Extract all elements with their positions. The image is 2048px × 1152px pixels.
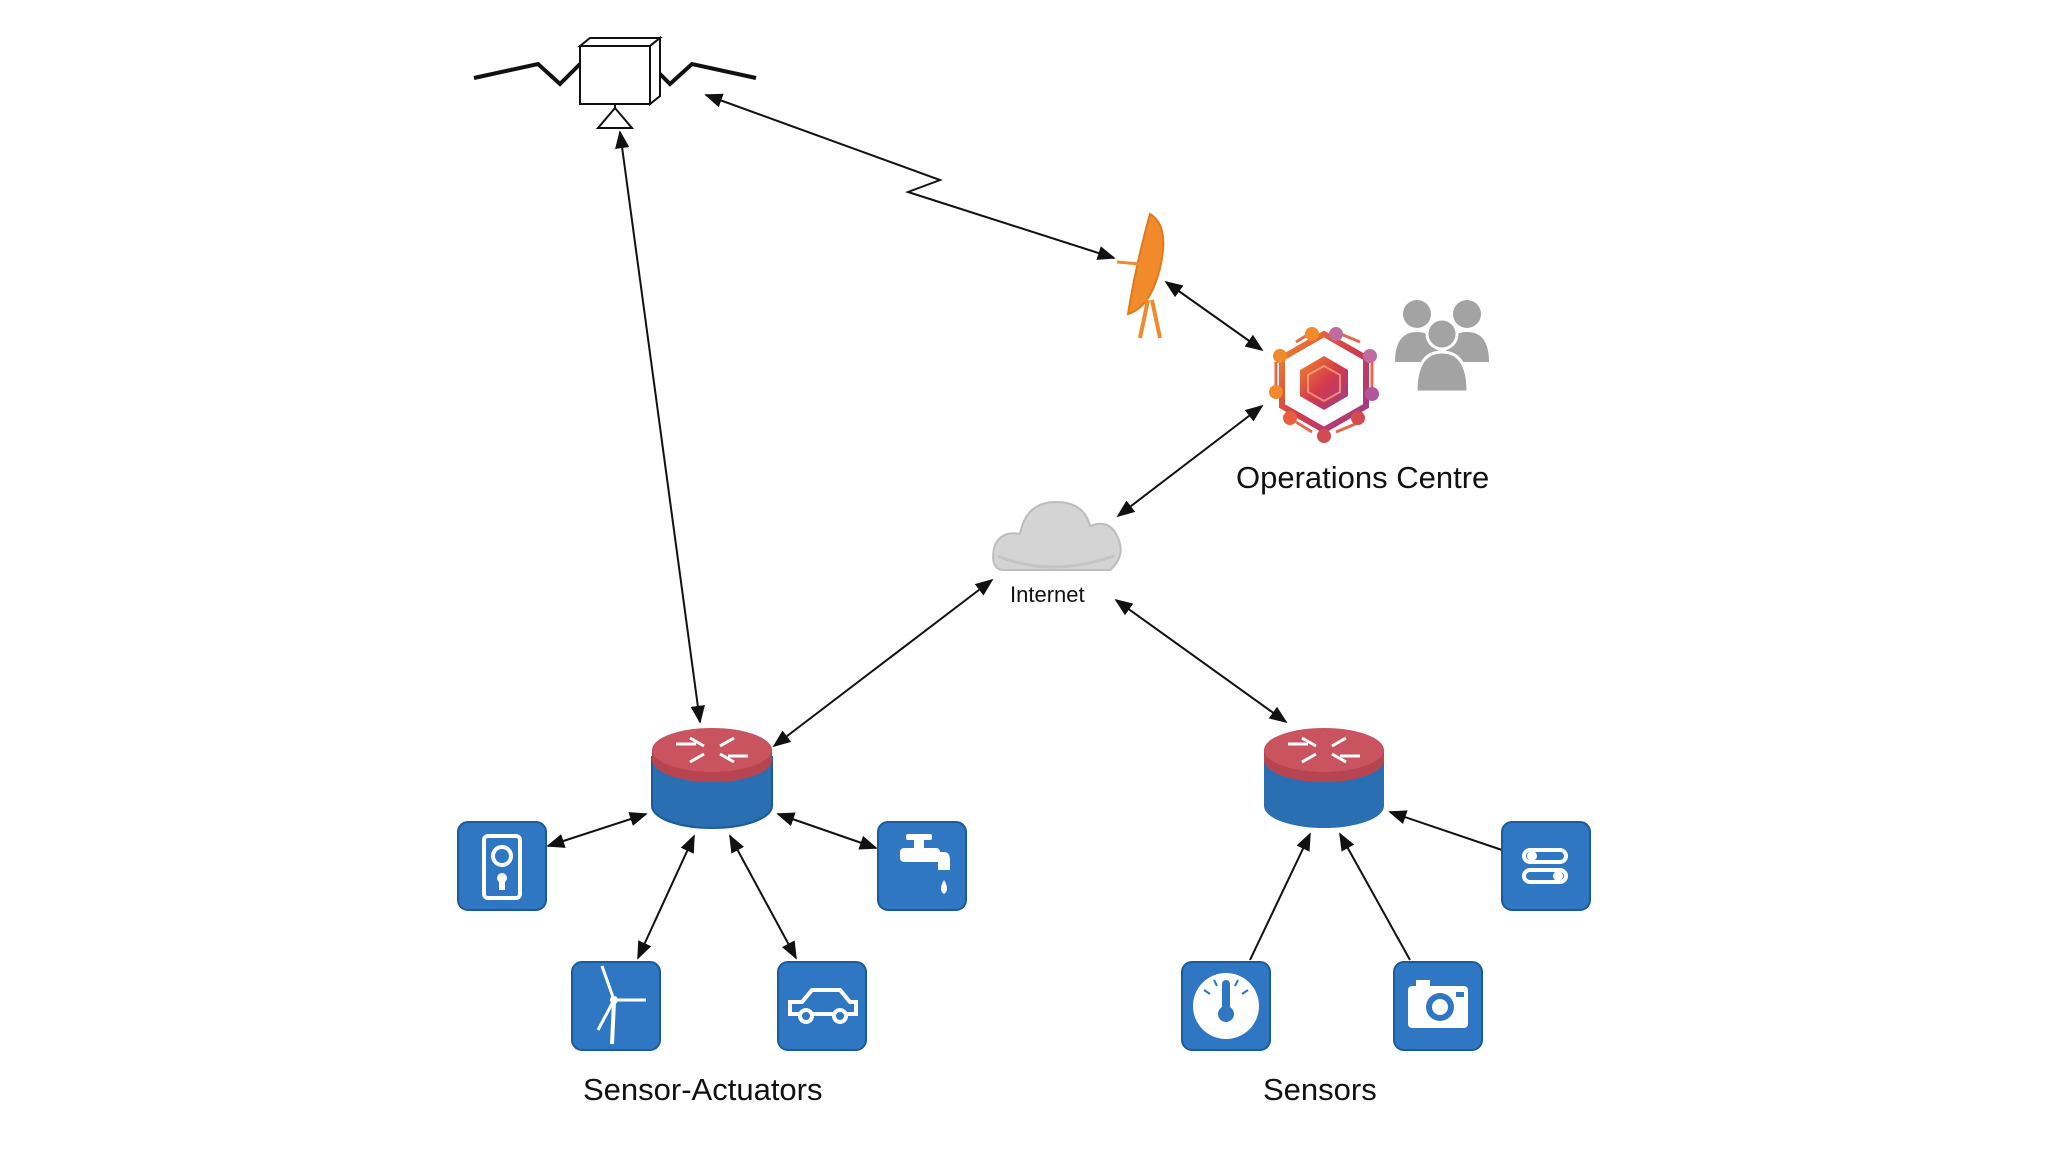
connections xyxy=(546,93,1503,961)
satellite-icon xyxy=(473,35,757,129)
router-left-icon xyxy=(651,728,773,829)
link-router-left-lock xyxy=(546,812,648,848)
link-router-right-switch xyxy=(1388,810,1503,851)
water-tap-icon xyxy=(877,821,967,911)
sensors-label: Sensors xyxy=(1263,1072,1377,1107)
router-right-icon xyxy=(1264,728,1384,828)
car-icon xyxy=(777,961,867,1051)
link-satellite-router-left xyxy=(615,130,705,724)
sensor-actuators-label: Sensor-Actuators xyxy=(583,1072,823,1107)
link-hub-internet xyxy=(1116,404,1264,518)
cloud-icon xyxy=(992,500,1122,571)
camera-icon xyxy=(1393,961,1483,1051)
hexagon-hub-icon xyxy=(1269,327,1379,443)
link-internet-router-left xyxy=(772,578,994,748)
link-router-left-car xyxy=(729,834,797,960)
link-satellite-dish xyxy=(704,93,1116,260)
wind-turbine-icon xyxy=(571,961,661,1051)
people-group-icon xyxy=(1395,300,1489,394)
internet-label: Internet xyxy=(1010,582,1085,607)
link-router-right-gauge xyxy=(1249,832,1311,961)
link-router-left-tap xyxy=(776,812,878,850)
link-dish-hub xyxy=(1164,280,1264,352)
link-router-left-turbine xyxy=(637,834,695,960)
operations-centre-label: Operations Centre xyxy=(1236,460,1490,495)
door-lock-icon xyxy=(457,821,547,911)
link-router-right-camera xyxy=(1339,832,1411,961)
switch-icon xyxy=(1501,821,1591,911)
link-internet-router-right xyxy=(1114,598,1288,724)
thermometer-gauge-icon xyxy=(1181,961,1271,1051)
satellite-dish-icon xyxy=(1116,212,1165,339)
